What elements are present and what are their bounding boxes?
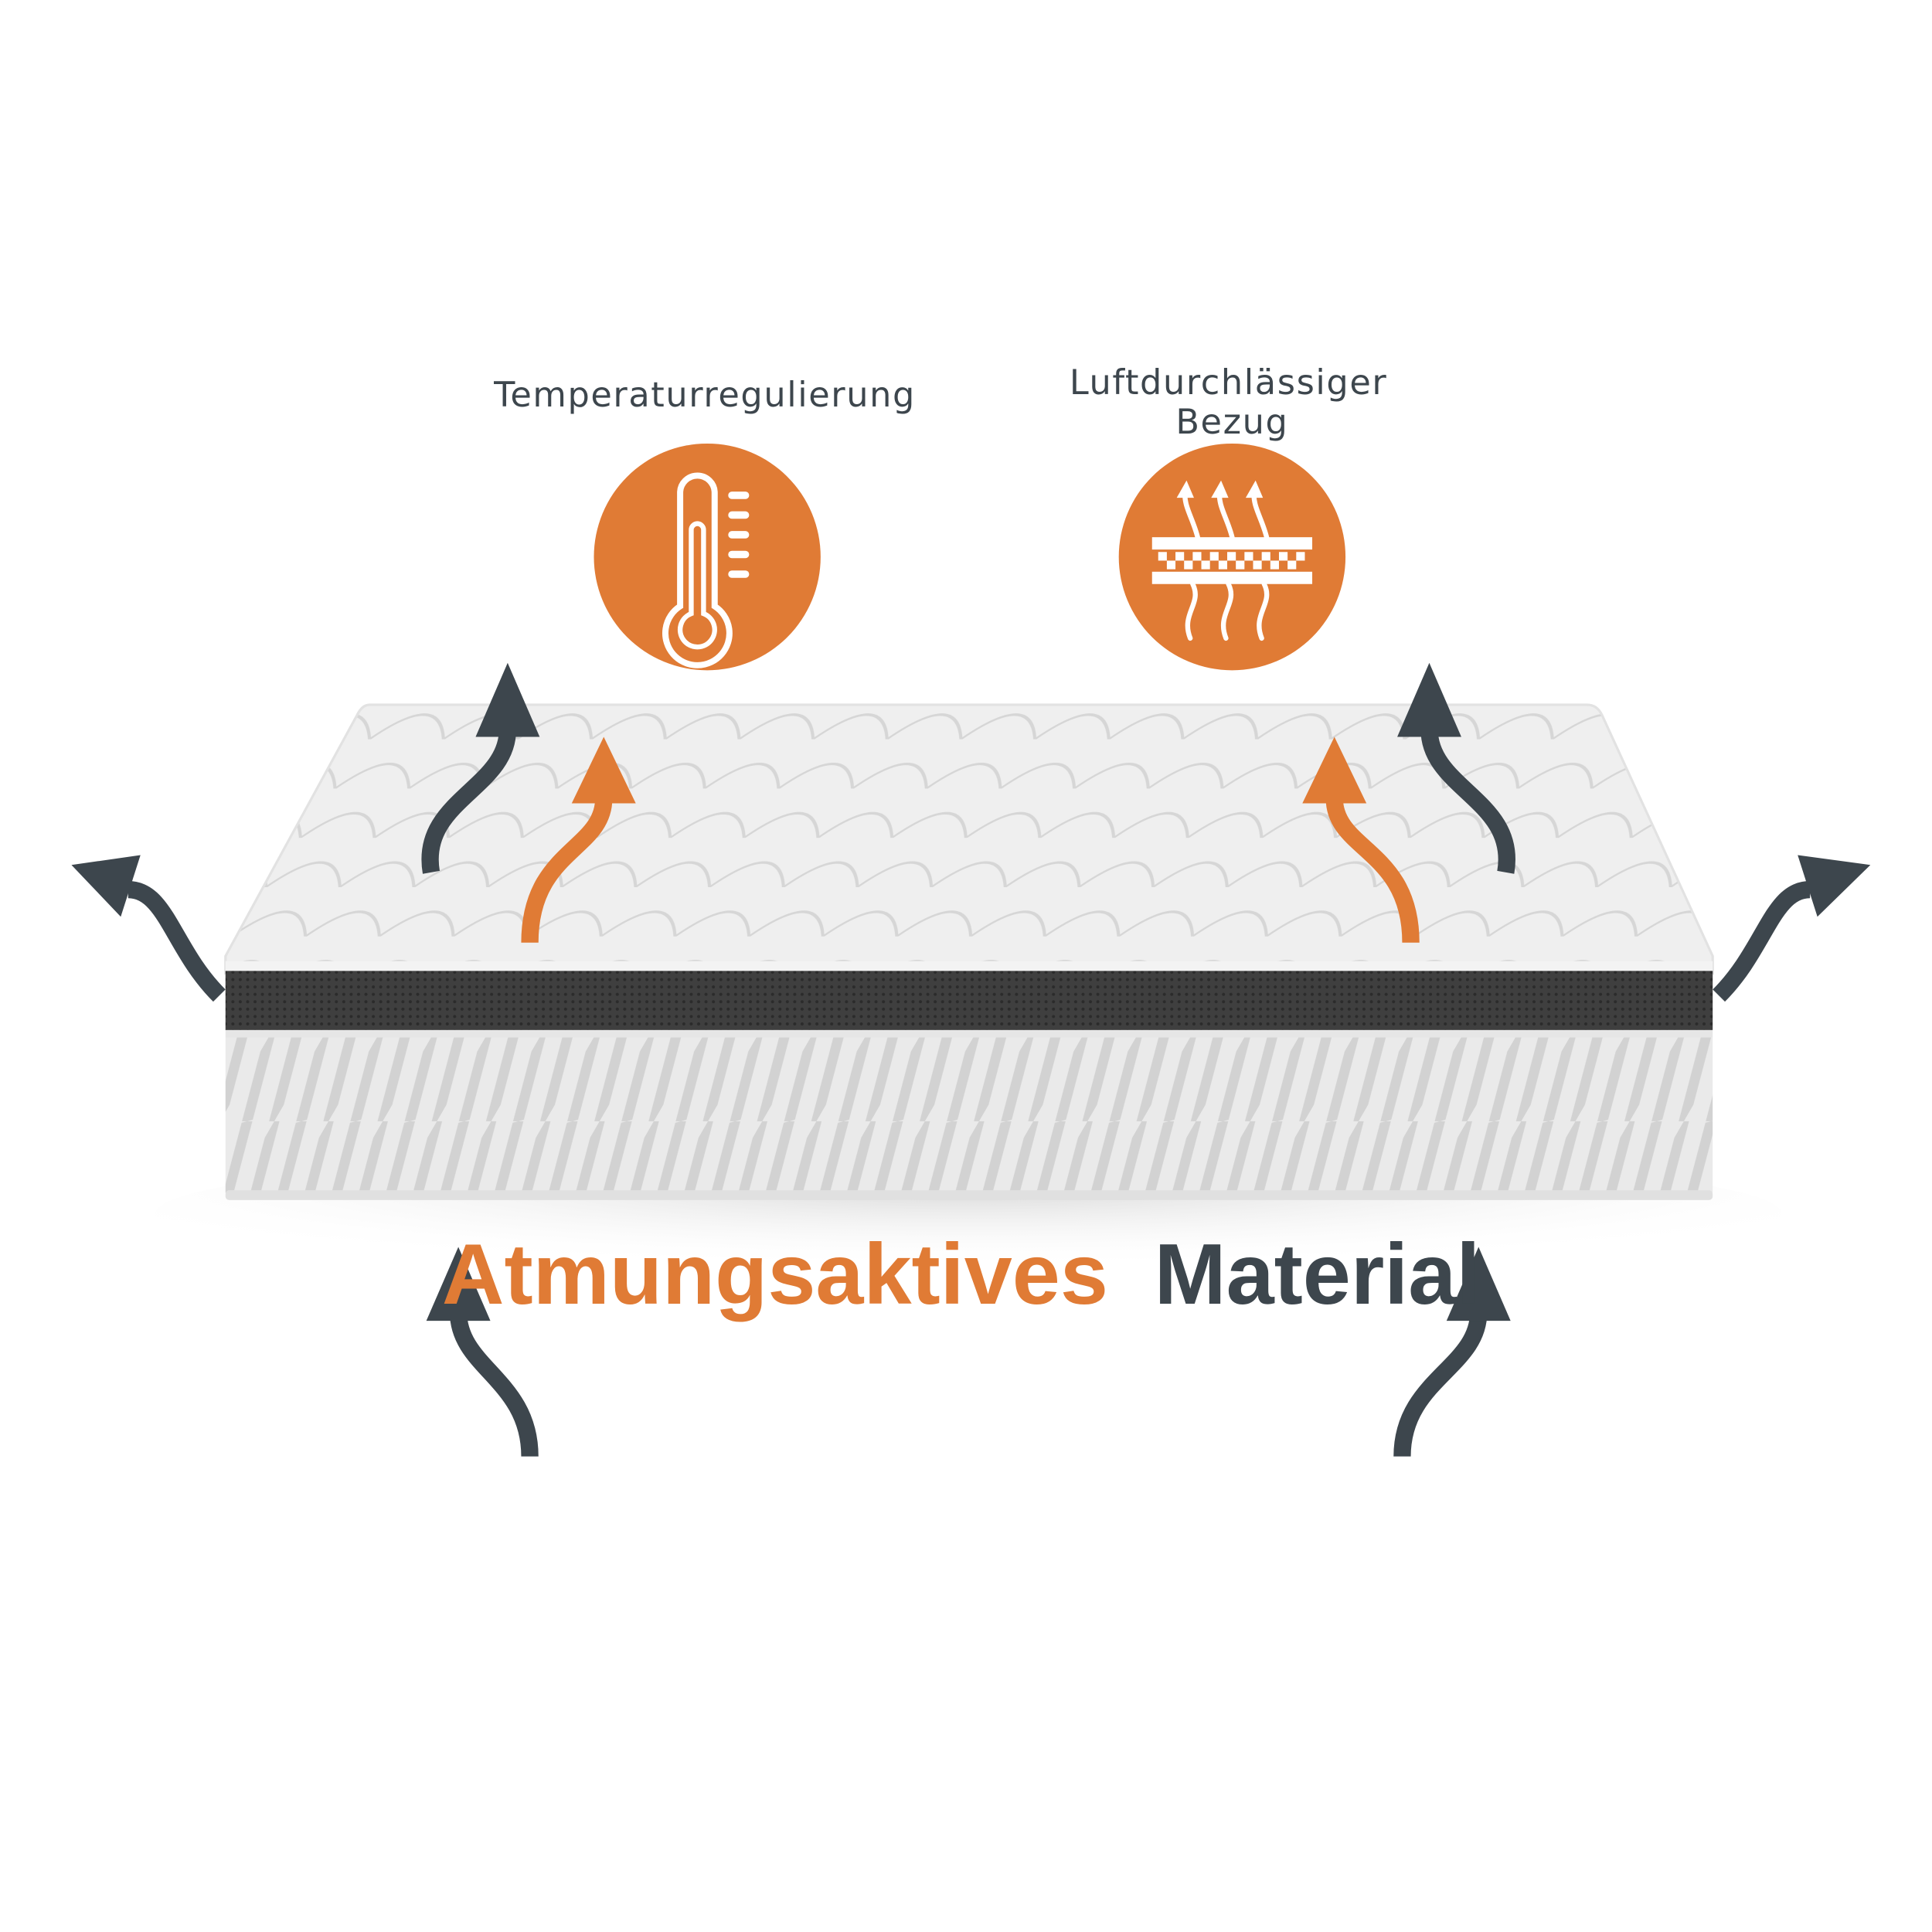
airflow-arrow-bottom-left xyxy=(426,1247,539,1457)
airflow-arrow-far-left xyxy=(71,855,226,1002)
heat-arrow-right xyxy=(1302,736,1420,943)
thermometer-icon xyxy=(594,443,821,671)
airflow-arrow-bottom-right xyxy=(1393,1247,1511,1457)
airflow-arrow-top-left xyxy=(421,662,540,874)
mattress-image xyxy=(155,703,1782,1282)
breathable-fabric-icon xyxy=(1118,443,1346,671)
headline-accent: Atmungsaktives xyxy=(442,1226,1108,1322)
headline: Atmungsaktives Material xyxy=(442,1226,1480,1322)
airflow-arrow-top-right xyxy=(1397,662,1515,874)
airflow-arrow-far-right xyxy=(1713,855,1871,1002)
feature-label-cover-line2: Bezug xyxy=(1175,402,1288,442)
heat-arrow-left xyxy=(521,736,636,943)
headline-rest: Material xyxy=(1155,1226,1481,1322)
feature-label-temperature: Temperaturregulierung xyxy=(493,375,916,415)
feature-label-cover-line1: Luftdurchlässiger xyxy=(1070,362,1387,403)
